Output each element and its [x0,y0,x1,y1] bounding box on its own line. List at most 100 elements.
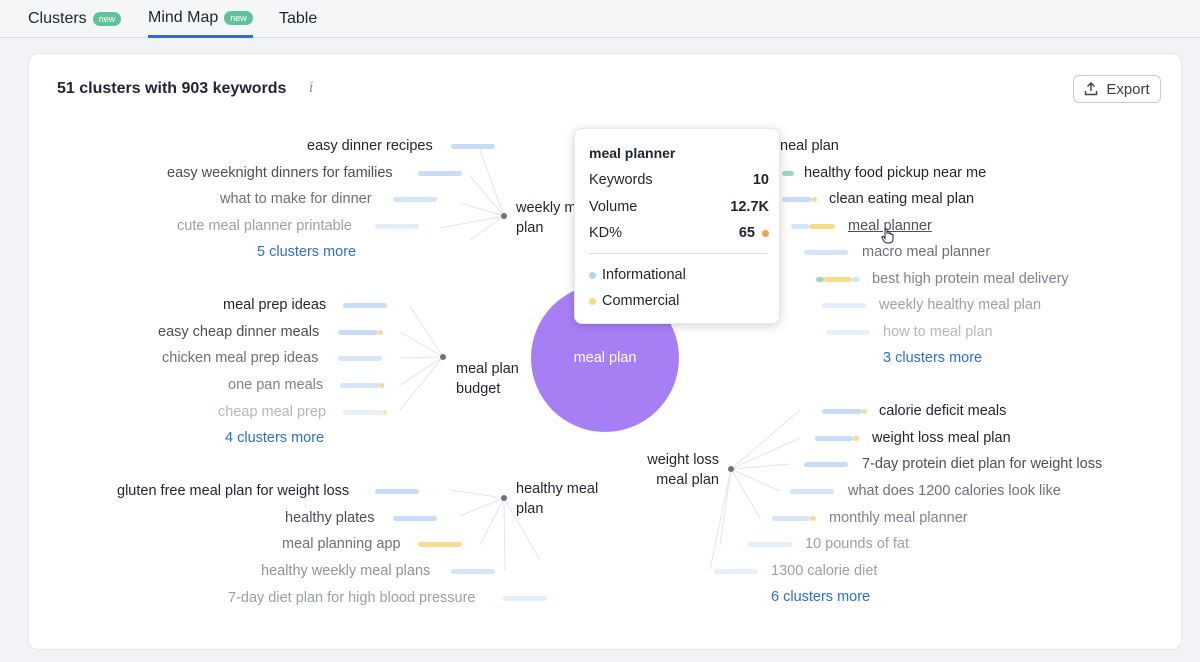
intent-bar [451,569,495,574]
tooltip-row-keywords: Keywords 10 [589,172,769,188]
keyword-label[interactable]: how to meal plan [883,324,993,340]
keyword-label[interactable]: what to make for dinner [220,191,372,207]
new-badge: new [224,10,253,25]
more-clusters-link[interactable]: 6 clusters more [771,589,871,605]
new-badge: new [92,12,122,26]
intent-bar [375,489,419,494]
keyword-label[interactable]: 7-day protein diet plan for weight loss [862,456,1103,472]
export-label: Export [1106,80,1150,98]
intent-bar [343,303,387,308]
hand-cursor-icon [881,228,895,249]
cluster-label-line: meal plan [456,361,519,377]
intent-bar [772,516,810,521]
intent-bar [383,410,387,415]
intent-bar [862,409,867,414]
cluster-label-line: meal plan [656,472,719,488]
intent-bar [812,197,817,202]
intent-bar [791,224,809,229]
keyword-label[interactable]: meal planning app [282,536,401,552]
intent-bar [418,171,462,176]
intent-bar [378,330,383,335]
keyword-label[interactable]: weight loss meal plan [872,430,1011,446]
intent-bar [393,516,437,521]
keyword-label[interactable]: meal prep ideas [223,297,327,313]
keyword-label[interactable]: 10 pounds of fat [805,536,909,552]
more-clusters-link[interactable]: 3 clusters more [883,350,983,366]
tooltip-label: KD% [589,225,623,241]
intent-bar [380,383,384,388]
tooltip-divider [589,253,767,254]
keyword-label[interactable]: cheap meal prep [218,404,327,420]
info-icon[interactable]: i [309,80,314,96]
cluster-label-weight-loss[interactable]: weight loss meal plan [642,450,719,490]
keyword-label[interactable]: 7-day diet plan for high blood pressure [228,590,476,606]
keyword-label[interactable]: easy cheap dinner meals [158,324,320,340]
cluster-label-line: plan [516,220,544,236]
intent-bar [782,171,794,176]
tooltip-label: Keywords [589,172,653,188]
cluster-label-line: weekly m [516,200,577,216]
intent-bar [451,144,495,149]
cluster-label-budget[interactable]: meal plan budget [456,359,519,399]
tooltip-row-kd: KD% 65 [589,225,769,241]
intent-bar [826,330,870,335]
keyword-label[interactable]: easy dinner recipes [307,138,433,154]
keyword-tooltip: meal planner Keywords 10 Volume 12.7K KD… [574,128,780,324]
intent-bar [816,277,824,282]
intent-bar [338,356,382,361]
cluster-label-top-right[interactable]: neal plan [780,138,839,154]
keyword-label[interactable]: 1300 calorie diet [771,563,878,579]
tab-table[interactable]: Table [279,0,317,38]
more-clusters-link[interactable]: 4 clusters more [225,430,325,446]
tab-mind-map[interactable]: Mind Map new [148,0,253,38]
tooltip-row-volume: Volume 12.7K [589,199,769,215]
tab-clusters-label: Clusters [28,10,87,27]
intent-bar [748,542,792,547]
keyword-label[interactable]: macro meal planner [862,244,991,260]
intent-bar [810,516,816,521]
intent-bar [340,383,380,388]
intent-commercial: Commercial [589,293,679,309]
more-clusters-link[interactable]: 5 clusters more [257,244,357,260]
intent-bar [804,462,848,467]
cluster-label-weekly[interactable]: weekly m plan [516,198,576,238]
intent-bar [343,410,383,415]
kd-difficulty-dot [762,229,769,237]
keyword-label[interactable]: easy weeknight dinners for families [167,165,393,181]
export-button[interactable]: Export [1073,75,1161,103]
cluster-label-line: budget [456,381,501,397]
intent-bar [853,436,859,441]
keyword-label[interactable]: healthy plates [285,510,375,526]
keyword-label[interactable]: weekly healthy meal plan [879,297,1042,313]
tooltip-title: meal planner [589,145,676,161]
tooltip-kd-value: 65 [739,225,769,241]
keyword-label[interactable]: one pan meals [228,377,324,393]
cluster-label-healthy[interactable]: healthy meal plan [516,479,598,519]
intent-bar [822,303,866,308]
intent-bar [852,277,860,282]
cluster-label-line: weight loss [647,452,719,468]
keyword-label[interactable]: healthy weekly meal plans [261,563,431,579]
keyword-label[interactable]: what does 1200 calories look like [848,483,1061,499]
keyword-label[interactable]: cute meal planner printable [177,218,352,234]
intent-bar [809,224,835,229]
tab-clusters[interactable]: Clusters new [28,0,122,38]
intent-bar [375,224,419,229]
intent-label: Informational [602,267,686,283]
intent-bar [503,596,547,601]
informational-dot [589,271,596,279]
keyword-label[interactable]: healthy food pickup near me [804,165,987,181]
keyword-label[interactable]: clean eating meal plan [829,191,975,207]
keyword-label[interactable]: calorie deficit meals [879,403,1007,419]
intent-bar [790,489,834,494]
keyword-label[interactable]: meal planner [848,218,932,234]
intent-label: Commercial [602,293,680,309]
keyword-label[interactable]: gluten free meal plan for weight loss [117,483,350,499]
intent-bar [714,569,758,574]
keyword-label[interactable]: chicken meal prep ideas [162,350,319,366]
intent-bar [824,277,852,282]
keyword-label[interactable]: best high protein meal delivery [872,271,1069,287]
intent-bar [804,250,848,255]
tab-mind-map-label: Mind Map [148,8,219,26]
keyword-label[interactable]: monthly meal planner [829,510,968,526]
